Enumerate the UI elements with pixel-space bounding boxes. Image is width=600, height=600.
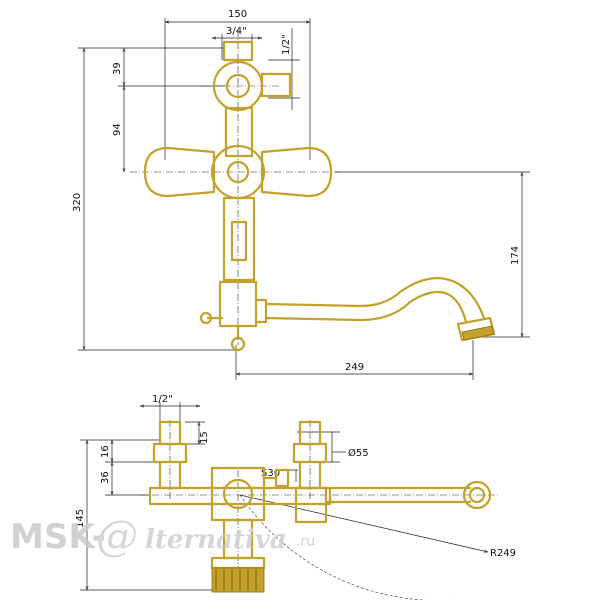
top-dimensions: 150 3/4" 1/2" 39 94 320 174 249: [72, 9, 530, 380]
dim-total-height: 320: [72, 193, 83, 212]
dim-bottom-thread: 1/2": [152, 394, 173, 405]
watermark-brand: MSK-: [10, 517, 106, 557]
faucet-top-view: [140, 420, 500, 593]
dim-wrench: S30: [261, 468, 280, 479]
watermark: MSK- @ lternativa .ru: [10, 511, 315, 560]
dim-upper-offset: 39: [112, 62, 123, 75]
dim-outlet-thread: 1/2": [281, 34, 292, 55]
dim-top-width: 150: [228, 9, 247, 20]
dim-nut-16: 16: [100, 445, 111, 458]
watermark-script: lternativa: [145, 525, 287, 555]
dim-spout-height: 174: [510, 246, 521, 265]
dim-radius: R249: [490, 548, 516, 559]
bottom-dimensions: 1/2" 15 16 36 145 Ø55 S30 R249: [75, 394, 516, 600]
dim-nut-15: 15: [199, 431, 210, 444]
dim-handle-spacing: 94: [112, 123, 123, 136]
dim-diameter: Ø55: [348, 447, 369, 459]
dim-bottom-height: 145: [75, 509, 86, 528]
dim-offset-36: 36: [100, 471, 111, 484]
watermark-at-glyph: @: [96, 511, 138, 560]
dim-spout-reach: 249: [345, 362, 364, 373]
dim-inlet-thread: 3/4": [226, 26, 247, 37]
watermark-suffix: .ru: [296, 534, 315, 550]
faucet-front-view: [130, 30, 496, 352]
